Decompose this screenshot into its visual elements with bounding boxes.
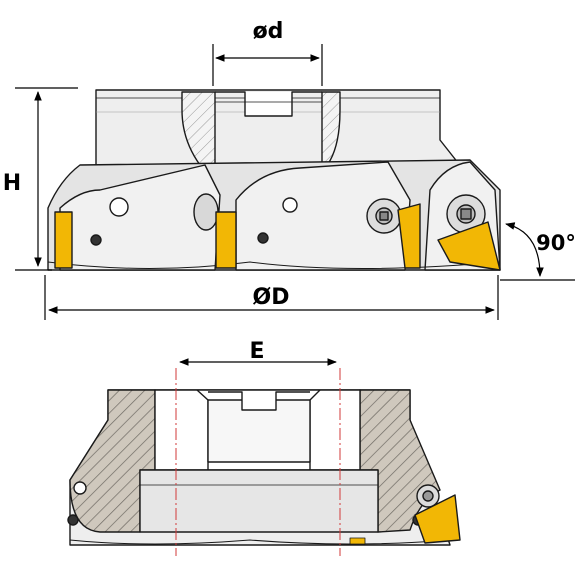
height-label: H [3, 171, 21, 196]
dimension-lines-top [15, 44, 575, 320]
angle-arrow [505, 222, 544, 277]
section-screw [416, 484, 440, 508]
lead-angle-label: 90° [536, 231, 575, 255]
cutter-cross-section [67, 389, 461, 546]
bore-diameter-label: ød [253, 19, 284, 44]
keyway-top [215, 91, 322, 117]
chip-wedge [193, 193, 219, 231]
insert-2 [215, 211, 237, 269]
insert-screw-2 [446, 194, 486, 234]
center-lines [175, 368, 341, 556]
clamp-hole-1 [109, 197, 129, 217]
insert-4 [437, 221, 501, 271]
cutter-side-view [47, 89, 501, 271]
insert-1 [54, 211, 73, 269]
insert-3 [397, 203, 421, 269]
key-width-label: E [249, 339, 264, 364]
section-insert [414, 494, 461, 544]
clamp-hole-2 [282, 197, 298, 213]
insert-screw-1 [366, 198, 402, 234]
flute-2 [235, 161, 411, 271]
counterbore [139, 469, 379, 533]
keyway-section [208, 391, 310, 411]
outer-diameter-label: ØD [253, 285, 290, 310]
